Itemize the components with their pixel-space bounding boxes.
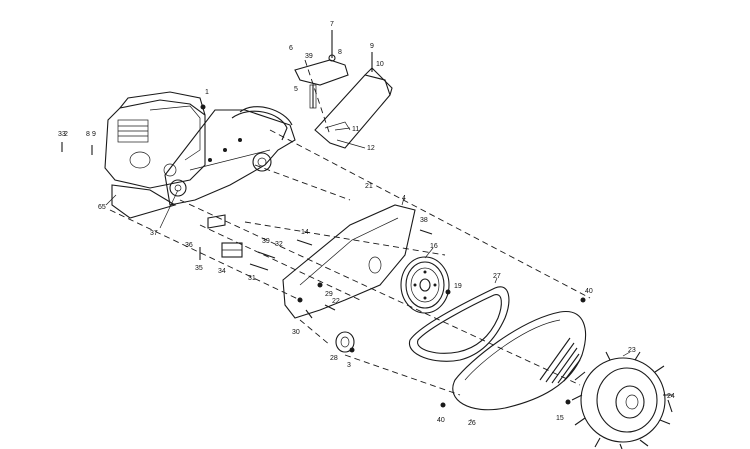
drive-belt (409, 286, 510, 362)
callout-29: 29 (325, 291, 333, 298)
callout-labels: 1 2 3 4 5 6 7 8 9 10 11 12 14 15 16 19 2… (58, 21, 675, 427)
callout-24: 24 (667, 393, 675, 400)
callout-26: 26 (468, 420, 476, 427)
assembly-guide-lines (109, 59, 591, 396)
callout-2: 2 (64, 131, 68, 138)
callout-9-left: 9 (92, 131, 96, 138)
callout-40-top: 40 (585, 288, 593, 295)
callout-28: 28 (330, 355, 338, 362)
callout-34: 34 (218, 268, 226, 275)
drive-pulley (400, 256, 450, 314)
callout-14: 14 (301, 229, 309, 236)
callout-19: 19 (454, 283, 462, 290)
belt-guard-plate (314, 67, 393, 149)
callout-33: 33 (58, 131, 66, 138)
callout-39: 39 (305, 53, 313, 60)
callout-3: 3 (347, 362, 351, 369)
callout-1: 1 (205, 89, 209, 96)
callout-4: 4 (402, 195, 406, 202)
belt-cover (452, 311, 586, 411)
callout-11: 11 (352, 126, 359, 133)
callout-8-left: 8 (86, 131, 90, 138)
idler-bracket (294, 30, 373, 109)
callout-39-small: 39 (262, 238, 270, 245)
callout-16: 16 (430, 243, 438, 250)
callout-9: 9 (370, 43, 374, 50)
callout-37: 37 (150, 230, 158, 237)
callout-5: 5 (294, 86, 298, 93)
chain-case-cover (282, 204, 416, 319)
callout-7: 7 (330, 21, 334, 28)
leader-lines (105, 127, 631, 421)
callout-27: 27 (493, 273, 501, 280)
callout-65: 65 (98, 204, 106, 211)
callout-12: 12 (367, 145, 375, 152)
callout-10: 10 (376, 61, 384, 68)
callout-32: 32 (275, 241, 283, 248)
engine-assembly (104, 91, 206, 219)
transmission-frame (164, 106, 296, 229)
callout-35: 35 (195, 265, 203, 272)
callout-23: 23 (628, 347, 636, 354)
callout-6: 6 (289, 45, 293, 52)
callout-36: 36 (185, 242, 193, 249)
callout-15: 15 (556, 415, 564, 422)
callout-30: 30 (292, 329, 300, 336)
wheel-tire (571, 351, 673, 449)
idler-pulley (335, 331, 355, 353)
callout-22: 22 (332, 298, 340, 305)
callout-21: 21 (365, 183, 373, 190)
callout-8: 8 (338, 49, 342, 56)
callout-40-bottom: 40 (437, 417, 445, 424)
callout-38: 38 (420, 217, 428, 224)
callout-31: 31 (248, 275, 256, 282)
hardware (61, 104, 673, 413)
